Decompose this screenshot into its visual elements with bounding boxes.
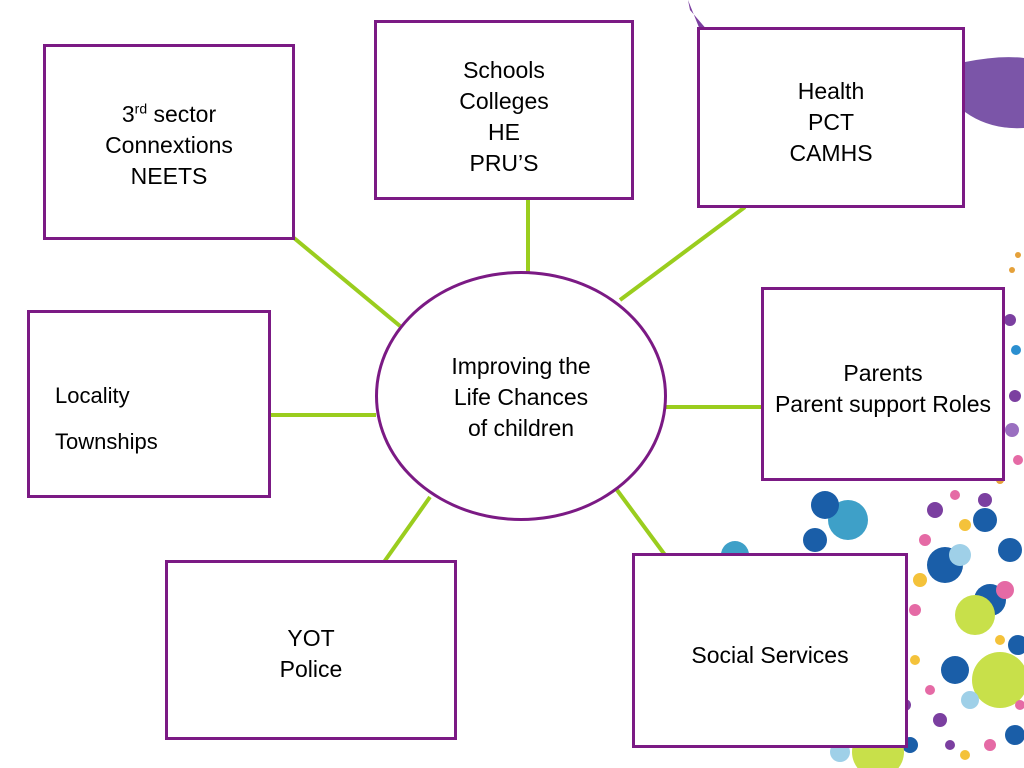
schools-line-schools: Schools — [463, 57, 545, 83]
third-sector-number: 3 — [121, 101, 135, 127]
yot-line-police: Police — [279, 656, 343, 682]
social-line-social-services: Social Services — [691, 642, 849, 668]
parents-line-support-roles: Parent support Roles — [774, 391, 992, 417]
purple-leaf-shape — [965, 57, 1024, 129]
box-yot: YOT Police — [165, 560, 457, 740]
box-social-services: Social Services — [632, 553, 908, 748]
connector-health — [618, 205, 747, 302]
yot-line-yot: YOT — [287, 625, 335, 651]
box-parents: Parents Parent support Roles — [761, 287, 1005, 481]
health-line-health: Health — [797, 78, 865, 104]
connector-yot — [382, 495, 432, 564]
box-schools: Schools Colleges HE PRU’S — [374, 20, 634, 200]
connector-social — [615, 488, 667, 557]
center-line-of-children: of children — [467, 415, 575, 441]
center-label: Improving the Life Chances of children — [395, 351, 647, 444]
schools-line-he: HE — [488, 119, 520, 145]
box-third-sector: 3rd sector Connextions NEETS — [43, 44, 295, 240]
box-health: Health PCT CAMHS — [697, 27, 965, 208]
center-line-improving: Improving the — [451, 353, 591, 379]
parents-line-parents: Parents — [843, 360, 923, 386]
third-sector-ordinal: rd — [134, 100, 148, 117]
third-sector-title: 3rd sector — [46, 99, 292, 130]
health-line-pct: PCT — [808, 109, 854, 135]
locality-line-townships: Townships — [55, 429, 158, 454]
connector-third-sector — [292, 236, 402, 328]
third-sector-word: sector — [147, 101, 217, 127]
third-sector-line-connextions: Connextions — [105, 132, 233, 158]
center-line-life-chances: Life Chances — [453, 384, 589, 410]
box-locality: Locality Townships — [27, 310, 271, 498]
connector-lines — [270, 198, 763, 564]
schools-line-prus: PRU’S — [469, 150, 539, 176]
locality-line-locality: Locality — [55, 383, 130, 408]
center-ellipse — [375, 271, 667, 521]
schools-line-colleges: Colleges — [459, 88, 549, 114]
health-line-camhs: CAMHS — [789, 140, 873, 166]
third-sector-line-neets: NEETS — [130, 163, 208, 189]
